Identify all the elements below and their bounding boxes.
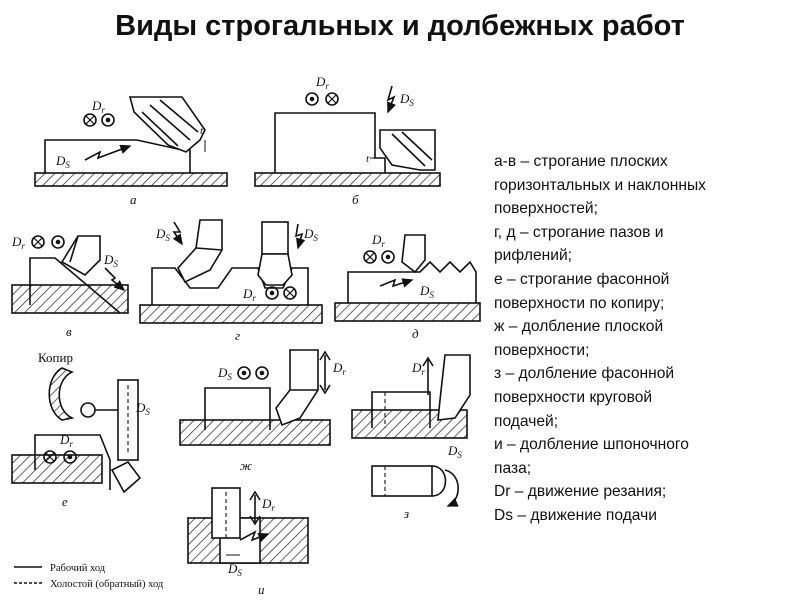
legend-text: а-в – строгание плоских горизонтальных и… [494, 150, 794, 528]
figure-zh [179, 349, 331, 446]
legend-line: ж – долбление плоской [494, 318, 664, 336]
dr-label-e: Dr [59, 432, 73, 449]
legend-line: и – долбление шпоночного [494, 436, 689, 454]
t-label-b: t [366, 153, 370, 165]
legend-line: Ds – движение подачи [494, 506, 657, 524]
legend-line: поверхности; [494, 341, 590, 359]
page-title: Виды строгальных и долбежных работ [115, 10, 685, 42]
idle-stroke-label: Холостой (обратный) ход [50, 579, 164, 590]
legend-line: поверхности по копиру; [494, 294, 665, 312]
figure-label-b: б [352, 192, 359, 207]
figure-z [351, 354, 471, 507]
legend-line: е – строгание фасонной [494, 270, 670, 288]
dr-label-d: Dr [371, 232, 385, 249]
legend-line: поверхности круговой [494, 388, 653, 406]
dr-label-v: Dr [11, 234, 25, 251]
figure-label-z: з [403, 506, 409, 521]
legend-line: Dr – движение резания; [494, 483, 667, 501]
ds-label-e: DS [135, 400, 150, 417]
ds-label-b: DS [399, 91, 414, 108]
dr-label-z: Dr [411, 360, 425, 377]
figure-d [334, 234, 481, 322]
figure-v [11, 235, 129, 314]
figure-a [34, 96, 228, 187]
figure-e [11, 367, 142, 494]
dr-label-zh: Dr [332, 360, 346, 377]
ds-label-g-right: DS [303, 226, 318, 243]
ds-label-z: DS [447, 443, 462, 460]
dr-label-i: Dr [261, 496, 275, 513]
figure-b [254, 85, 441, 187]
legend-line: паза; [494, 459, 532, 477]
ds-label-g-left: DS [155, 226, 170, 243]
legend-line: рифлений; [494, 247, 573, 265]
legend-line: г, д – строгание пазов и [494, 223, 664, 241]
figure-g [139, 219, 323, 324]
legend-line: подачей; [494, 412, 559, 430]
figure-label-i: и [258, 582, 265, 597]
legend-line: з – долбление фасонной [494, 365, 675, 383]
figure-label-v: в [66, 324, 72, 339]
ds-label-d: DS [419, 283, 434, 300]
kopir-label: Копир [38, 350, 73, 365]
working-stroke-label: Рабочий ход [50, 563, 106, 574]
legend-line: горизонтальных и наклонных [494, 176, 706, 194]
figure-i [187, 487, 309, 564]
figure-label-e: е [62, 494, 68, 509]
legend-line: а-в – строгание плоских [494, 153, 668, 170]
dr-label-g: Dr [242, 286, 256, 303]
ds-label-zh: DS [217, 365, 232, 382]
figure-label-d: д [412, 326, 419, 341]
dr-label-b: Dr [315, 74, 329, 91]
ds-label-i: DS [227, 561, 242, 578]
t-label-a: t [200, 125, 204, 137]
ds-label-a: DS [55, 153, 70, 170]
legend-line: поверхностей; [494, 200, 598, 218]
dr-label-a: Dr [91, 98, 105, 115]
figure-label-a: а [130, 192, 137, 207]
figure-label-zh: ж [240, 458, 252, 473]
ds-label-v: DS [103, 252, 118, 269]
figure-label-g: г [235, 328, 240, 343]
